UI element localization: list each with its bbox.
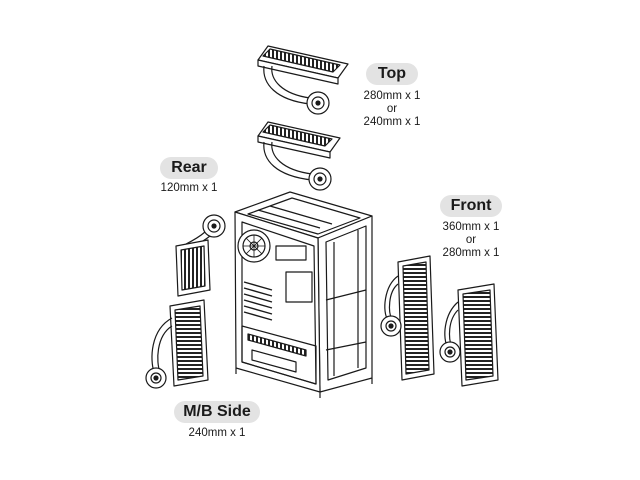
front-radiator-280 [439, 283, 499, 387]
front-title: Front [450, 197, 492, 214]
front-spec: 360mm x 1 or 280mm x 1 [431, 221, 511, 260]
mb-side-label: M/B Side [174, 401, 260, 423]
mb-side-title: M/B Side [183, 403, 251, 420]
mb-side-radiator-240 [145, 299, 209, 389]
rear-label: Rear [160, 157, 218, 179]
top-radiator-280 [257, 45, 349, 115]
front-radiator-360 [380, 255, 435, 381]
top-spec-or: or [386, 103, 398, 115]
top-radiator-240 [257, 121, 341, 191]
top-label: Top [366, 63, 418, 85]
mb-side-spec-line1: 240mm x 1 [188, 427, 246, 439]
top-spec-line2: 240mm x 1 [363, 116, 421, 128]
front-spec-line2: 280mm x 1 [442, 247, 500, 259]
top-spec: 280mm x 1 or 240mm x 1 [352, 90, 432, 129]
front-spec-line1: 360mm x 1 [442, 221, 500, 233]
rear-radiator-120 [175, 214, 226, 297]
rear-spec-line1: 120mm x 1 [160, 182, 218, 194]
top-title: Top [377, 65, 407, 82]
pc-case [234, 191, 373, 398]
front-spec-or: or [465, 234, 477, 246]
rear-spec: 120mm x 1 [149, 182, 229, 195]
rear-title: Rear [171, 159, 207, 176]
mb-side-spec: 240mm x 1 [177, 427, 257, 440]
front-label: Front [440, 195, 502, 217]
top-spec-line1: 280mm x 1 [363, 90, 421, 102]
